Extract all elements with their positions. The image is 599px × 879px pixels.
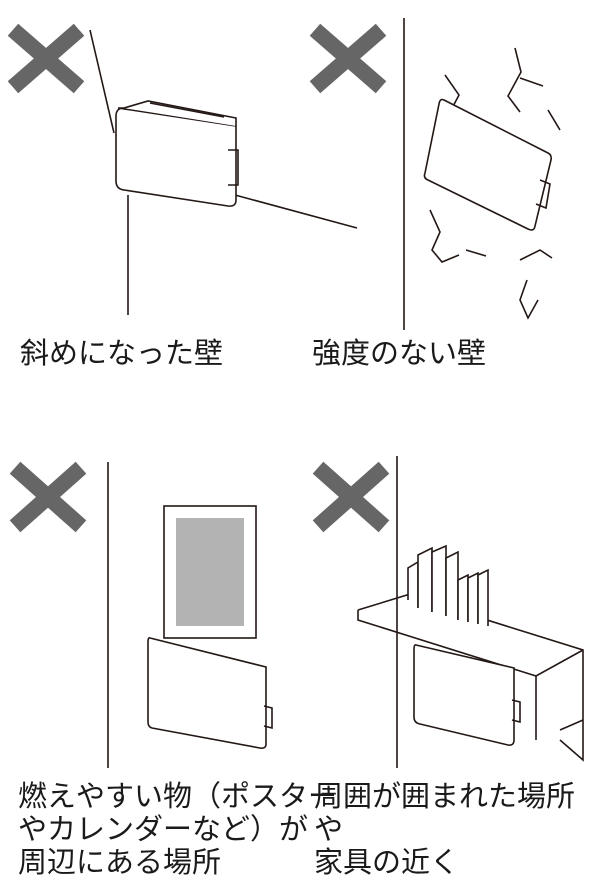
book-icon	[457, 573, 469, 622]
caption-enclosed-area: 周囲が囲まれた場所や 家具の近く	[314, 780, 599, 879]
weak-wall-illustration	[403, 18, 561, 330]
heater-panel-bracket	[535, 179, 551, 210]
slanted-wall-illustration	[89, 29, 358, 315]
book-icon	[431, 544, 447, 616]
cross-mark-icon	[312, 461, 390, 533]
caption-line: 強度のない壁	[312, 336, 487, 370]
book-icon	[477, 568, 489, 626]
cross-mark-icon	[9, 461, 87, 533]
shelf-outline	[357, 594, 584, 762]
heater-panel-bracket	[511, 699, 521, 724]
floor-edge-line	[234, 194, 358, 229]
book-icon	[417, 546, 433, 612]
caption-line: 燃えやすい物（ポスター	[18, 779, 338, 813]
caption-line: やカレンダーなど）が	[18, 812, 309, 846]
caption-line: 周辺にある場所	[18, 845, 222, 879]
caption-line: 家具の近く	[314, 845, 460, 879]
heater-panel-front	[413, 644, 515, 746]
caption-line: 斜めになった壁	[20, 336, 224, 370]
book-icon	[467, 571, 479, 624]
book-icon	[445, 550, 459, 620]
caption-weak-wall: 強度のない壁	[312, 337, 486, 370]
caption-slanted-wall: 斜めになった壁	[20, 337, 223, 370]
caption-flammable-area: 燃えやすい物（ポスター やカレンダーなど）が 周辺にある場所	[18, 780, 337, 879]
heater-panel-front	[423, 98, 552, 231]
poster-image	[176, 518, 244, 626]
heater-panel-front	[115, 107, 237, 207]
cross-mark-icon	[309, 23, 387, 94]
wall-crack-lines	[429, 47, 561, 320]
heater-panel-top	[123, 100, 237, 126]
heater-panel-bracket	[263, 705, 273, 730]
wall-edge-line	[89, 29, 115, 134]
enclosed-area-illustration	[357, 456, 584, 768]
heater-panel-bracket	[228, 149, 239, 186]
caption-line: 周囲が囲まれた場所や	[314, 779, 576, 846]
cross-mark-icon	[7, 23, 85, 94]
heater-panel-front	[147, 637, 267, 749]
flammable-area-illustration	[107, 462, 273, 768]
book-icon	[407, 560, 419, 608]
